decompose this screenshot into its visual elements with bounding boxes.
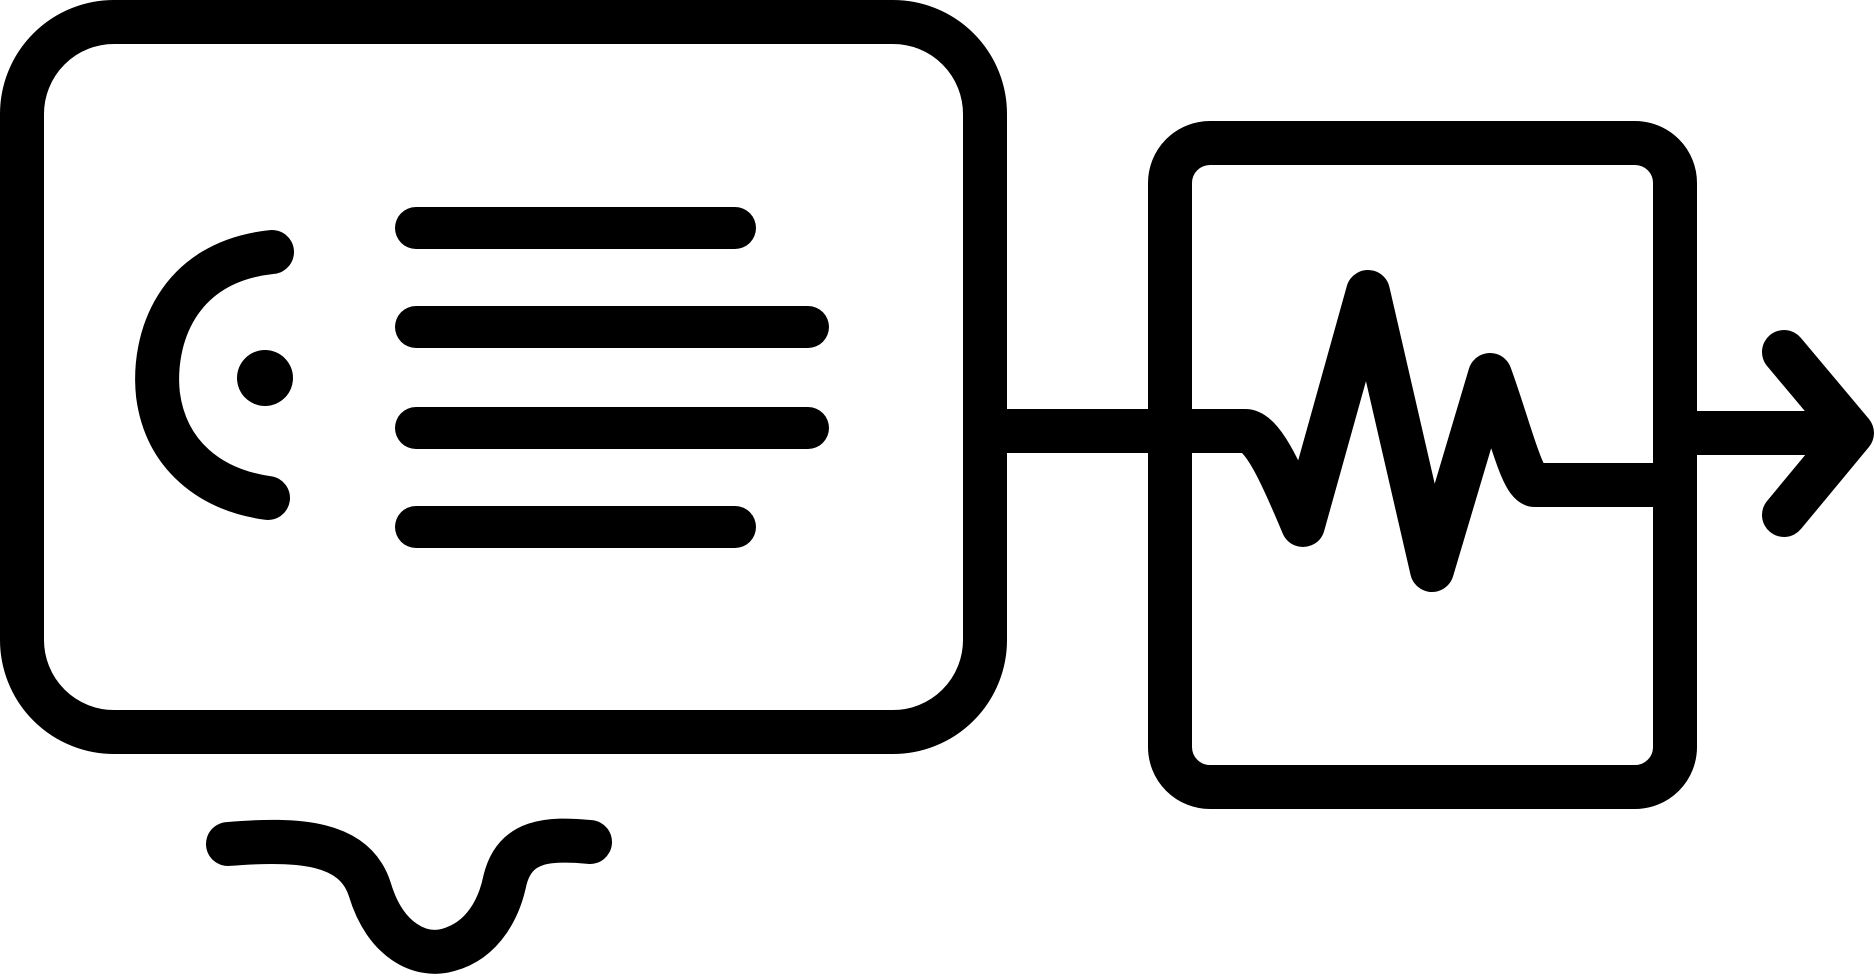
sound-dot [237, 350, 293, 406]
sound-wave-icon [1170, 270, 1697, 592]
arrow-right-icon [1675, 330, 1874, 537]
sound-arc [135, 230, 294, 520]
arrow-head [1762, 330, 1874, 537]
speech-bubble-icon [0, 0, 1007, 974]
speech-bubble-tail [206, 818, 612, 974]
microphone-sound-icon [135, 230, 294, 520]
text-lines-icon [395, 207, 829, 548]
sound-wave [1170, 270, 1697, 592]
speech-bubble-frame [0, 0, 1007, 754]
